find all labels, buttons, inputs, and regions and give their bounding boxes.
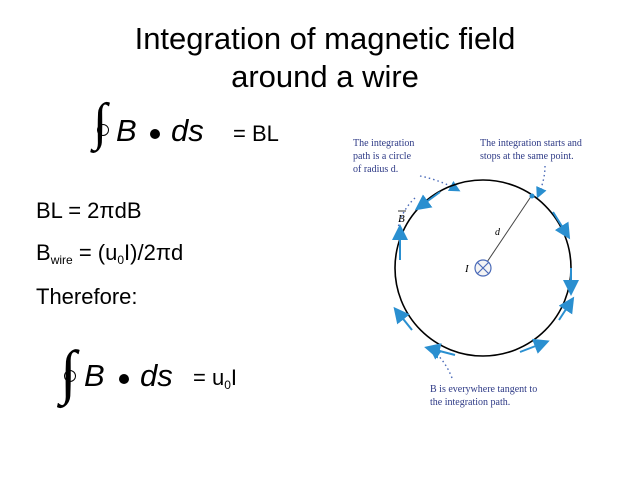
eq2-B: B <box>84 358 105 393</box>
eq2-rhs-sub: 0 <box>224 378 231 392</box>
caption-right-1: The integration starts and <box>480 138 582 149</box>
radius-line <box>482 194 533 269</box>
eq1-B: B <box>116 113 137 148</box>
slide-title: Integration of magnetic field around a w… <box>60 20 590 96</box>
caption-bottom-1: B is everywhere tangent to <box>430 384 537 395</box>
contour-circle-2 <box>64 370 76 382</box>
line-bl: BL = 2πdB <box>36 198 142 223</box>
line-bwire: Bwire = (u0I)/2πd <box>36 240 183 267</box>
caption-left-2: path is a circle <box>353 151 412 162</box>
leader-right <box>536 165 547 199</box>
title-line-2: around a wire <box>231 59 419 94</box>
eq2-rhs: = u0I <box>193 365 237 392</box>
title-line-1: Integration of magnetic field <box>134 21 516 56</box>
bwire-sub: wire <box>50 253 73 267</box>
line-therefore: Therefore: <box>36 284 138 309</box>
tangent-arrows <box>392 191 579 359</box>
arrow-bottom-right <box>519 338 550 354</box>
eq1-rhs: = BL <box>233 121 279 146</box>
dot-product-2 <box>119 374 129 384</box>
caption-left-1: The integration <box>353 138 414 149</box>
start-point <box>529 193 535 199</box>
arrow-lower-left <box>393 306 413 331</box>
dot-product-1 <box>150 129 160 139</box>
label-B: B <box>398 213 405 225</box>
arrow-upper-left <box>414 191 441 211</box>
caption-left-3: of radius d. <box>353 164 398 175</box>
arrow-bottom-left <box>424 343 456 359</box>
eq2-rhs-post: I <box>230 365 238 390</box>
wire-cross <box>476 261 490 275</box>
caption-bottom-2: the integration path. <box>430 397 510 408</box>
eq1-ds: ds <box>171 113 204 148</box>
eq2-ds: ds <box>140 358 173 393</box>
bwire-mid: = (u <box>72 240 118 265</box>
arrow-right-lower <box>558 296 575 321</box>
integral-sign-1: ∫ <box>93 94 108 151</box>
label-I: I <box>464 263 470 275</box>
bwire-B: B <box>36 240 51 265</box>
arrow-upper-right <box>552 211 571 240</box>
leader-left <box>419 175 461 192</box>
bwire-sub2: 0 <box>117 253 125 267</box>
bwire-post: I)/2πd <box>124 240 184 265</box>
label-d: d <box>495 227 501 238</box>
eq2-rhs-pre: = u <box>193 365 225 390</box>
caption-right-2: stops at the same point. <box>480 151 574 162</box>
contour-circle-1 <box>97 124 109 136</box>
